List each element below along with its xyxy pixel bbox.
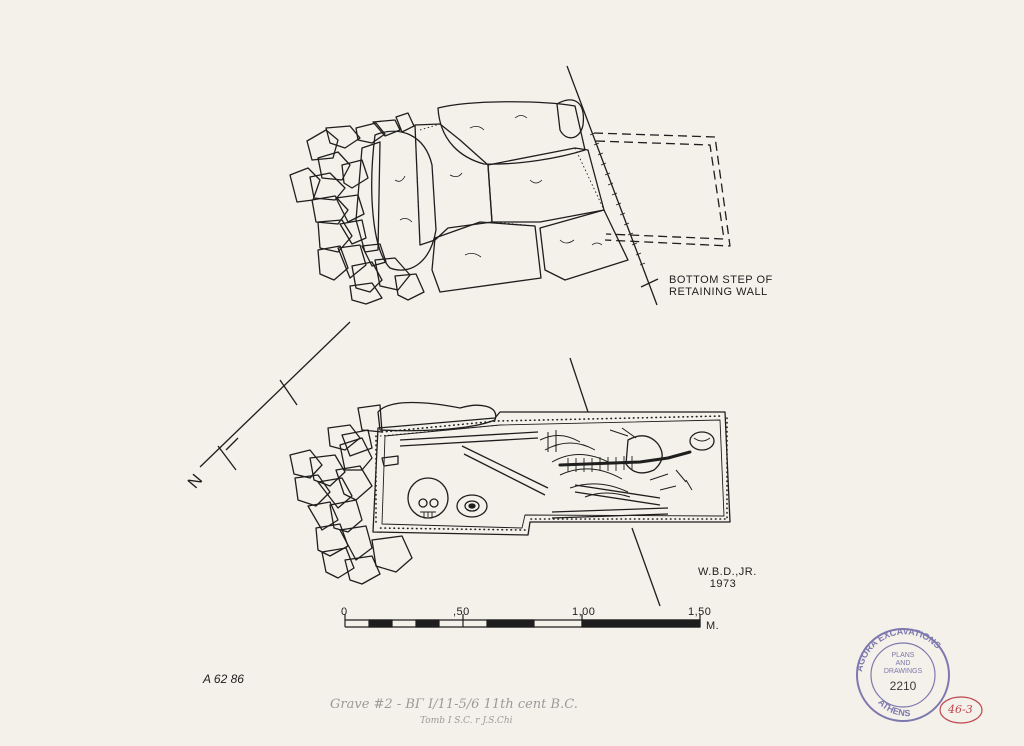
slab bbox=[414, 123, 493, 246]
slab bbox=[431, 221, 542, 293]
lower-plan bbox=[289, 357, 731, 607]
stone bbox=[335, 194, 365, 223]
pot bbox=[689, 431, 715, 451]
scale-tick-0: 0 bbox=[341, 606, 348, 618]
sheet-mark-oval bbox=[939, 696, 983, 724]
stone bbox=[394, 273, 425, 301]
long-bone bbox=[461, 445, 549, 496]
north-letter: N bbox=[184, 470, 206, 492]
stamp-line3: DRAWINGS bbox=[883, 668, 923, 675]
long-bone bbox=[381, 455, 399, 467]
stone bbox=[372, 119, 401, 137]
sheet-mark: 46-3 bbox=[948, 703, 973, 716]
handwritten-line-1: Grave #2 - BΓ I/11-5/6 11th cent B.C. bbox=[330, 697, 578, 712]
stone bbox=[317, 477, 353, 509]
handwritten-line-2: Tomb I S.C. r J.S.Chi bbox=[420, 716, 513, 726]
long-bone bbox=[399, 431, 539, 447]
stone bbox=[315, 523, 349, 557]
upper-plan bbox=[289, 65, 731, 306]
retaining-wall-line bbox=[566, 65, 658, 306]
stone bbox=[317, 245, 349, 281]
stamp-number: 2210 bbox=[889, 679, 917, 693]
wall-hatch bbox=[589, 132, 646, 266]
long-bone bbox=[574, 484, 661, 506]
stone bbox=[339, 219, 367, 245]
scale-tick-50: ,50 bbox=[453, 606, 470, 618]
north-arrow bbox=[199, 321, 351, 471]
stone bbox=[325, 125, 361, 149]
label-line1: BOTTOM STEP OF bbox=[669, 274, 773, 286]
ribs bbox=[539, 435, 631, 498]
section-line bbox=[631, 527, 661, 607]
stone bbox=[311, 195, 349, 225]
stone bbox=[306, 129, 339, 161]
author-name: W.B.D.,JR. bbox=[698, 566, 757, 578]
stone bbox=[327, 424, 361, 451]
stone bbox=[371, 535, 413, 573]
slab bbox=[357, 404, 383, 433]
skull bbox=[407, 477, 449, 519]
pot bbox=[456, 494, 488, 518]
stamp-line2: AND bbox=[895, 660, 911, 667]
slab bbox=[355, 141, 381, 253]
bone-fragments bbox=[547, 427, 693, 491]
step-dashed-outline bbox=[593, 132, 731, 247]
long-bone bbox=[551, 507, 669, 519]
stone bbox=[355, 122, 386, 144]
slab bbox=[371, 130, 437, 271]
stone bbox=[339, 525, 373, 561]
grave-joint bbox=[379, 424, 501, 437]
stone bbox=[344, 555, 381, 585]
scale-bar bbox=[344, 614, 701, 628]
author-block: W.B.D.,JR. 1973 bbox=[698, 566, 757, 590]
agora-stamp bbox=[856, 628, 950, 722]
grave-fill-dots bbox=[375, 415, 728, 531]
stone bbox=[395, 112, 415, 133]
scale-tick-100: 1,00 bbox=[572, 606, 596, 618]
label-leader bbox=[640, 278, 659, 288]
inventory-number: A 62 86 bbox=[203, 672, 244, 686]
label-line2: RETAINING WALL bbox=[669, 286, 768, 298]
stone bbox=[341, 429, 373, 457]
stone bbox=[317, 219, 353, 253]
stone bbox=[361, 243, 387, 267]
stone bbox=[351, 261, 383, 293]
slab bbox=[556, 99, 585, 139]
slab bbox=[539, 209, 629, 281]
scale-unit: M. bbox=[706, 620, 720, 632]
stone bbox=[289, 449, 323, 479]
slab bbox=[437, 101, 586, 165]
stone bbox=[309, 172, 346, 201]
author-year: 1973 bbox=[709, 578, 737, 590]
stone bbox=[349, 282, 383, 305]
stone bbox=[337, 244, 367, 279]
stone bbox=[329, 499, 363, 533]
scale-tick-150: 1,50 bbox=[688, 606, 712, 618]
stone bbox=[335, 465, 373, 501]
retaining-wall-label: BOTTOM STEP OF RETAINING WALL bbox=[669, 274, 773, 298]
stamp-inner: PLANS AND DRAWINGS 2210 bbox=[873, 652, 933, 694]
stone bbox=[339, 437, 373, 471]
pelvis bbox=[625, 435, 663, 474]
slab-texture bbox=[394, 115, 603, 258]
vertebra-ticks bbox=[567, 456, 633, 472]
grave-outline bbox=[372, 411, 731, 536]
stone bbox=[307, 501, 339, 531]
stone bbox=[289, 167, 321, 203]
stone bbox=[374, 257, 411, 291]
stone bbox=[321, 547, 355, 579]
slab bbox=[377, 401, 497, 432]
stone bbox=[341, 159, 369, 189]
stamp-line1: PLANS bbox=[891, 652, 915, 659]
spine bbox=[558, 450, 692, 467]
section-line bbox=[569, 357, 589, 413]
slab-joints bbox=[414, 123, 605, 246]
stone bbox=[294, 474, 331, 507]
